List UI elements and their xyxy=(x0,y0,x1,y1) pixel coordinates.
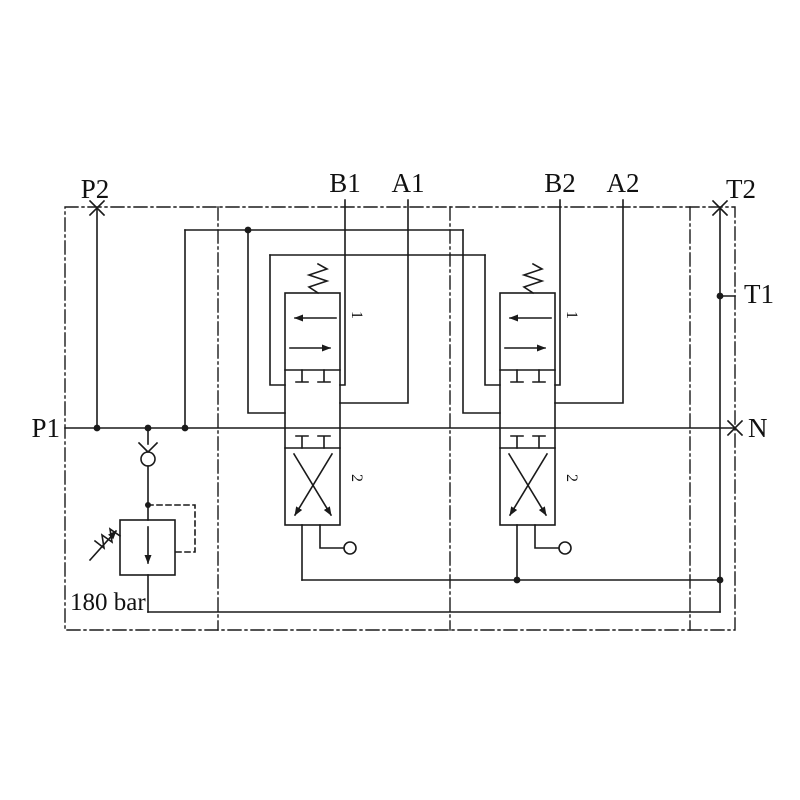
directional-valve-2 xyxy=(463,200,623,580)
valve-lever xyxy=(319,524,344,549)
relief-pilot-line xyxy=(147,504,196,553)
port-n-plug-mark-icon xyxy=(726,419,744,437)
port-label-n: N xyxy=(748,413,768,443)
valve-lever-knob-icon xyxy=(343,541,357,555)
port-t2-plug-mark-icon xyxy=(711,199,729,217)
tank-gallery-lines xyxy=(147,207,736,613)
valve2-position-2-label: 2 xyxy=(563,474,580,482)
port-label-p2: P2 xyxy=(81,174,110,204)
port-label-b1: B1 xyxy=(329,168,361,198)
relief-valve xyxy=(88,504,196,613)
valve1-position-1-label: 1 xyxy=(348,311,365,319)
junction-dots xyxy=(93,226,724,584)
port-label-p1: P1 xyxy=(31,413,60,443)
section-dividers xyxy=(217,206,691,631)
port-label-t2: T2 xyxy=(726,174,756,204)
relief-adjust-arrow-icon xyxy=(88,529,118,562)
port-label-t1: T1 xyxy=(744,279,774,309)
port-label-b2: B2 xyxy=(544,168,576,198)
port-label-a2: A2 xyxy=(607,168,640,198)
directional-valve-1 xyxy=(247,199,409,581)
relief-setting-label: 180 bar xyxy=(70,589,146,616)
port-label-a1: A1 xyxy=(392,168,425,198)
valve-spring-icon xyxy=(306,262,330,295)
feed-gallery-lines xyxy=(184,229,486,429)
valve2-position-1-label: 1 xyxy=(563,311,580,319)
enclosure-boundary xyxy=(64,206,736,631)
port-p2-plug-mark-icon xyxy=(88,199,106,217)
valve1-position-2-label: 2 xyxy=(348,474,365,482)
